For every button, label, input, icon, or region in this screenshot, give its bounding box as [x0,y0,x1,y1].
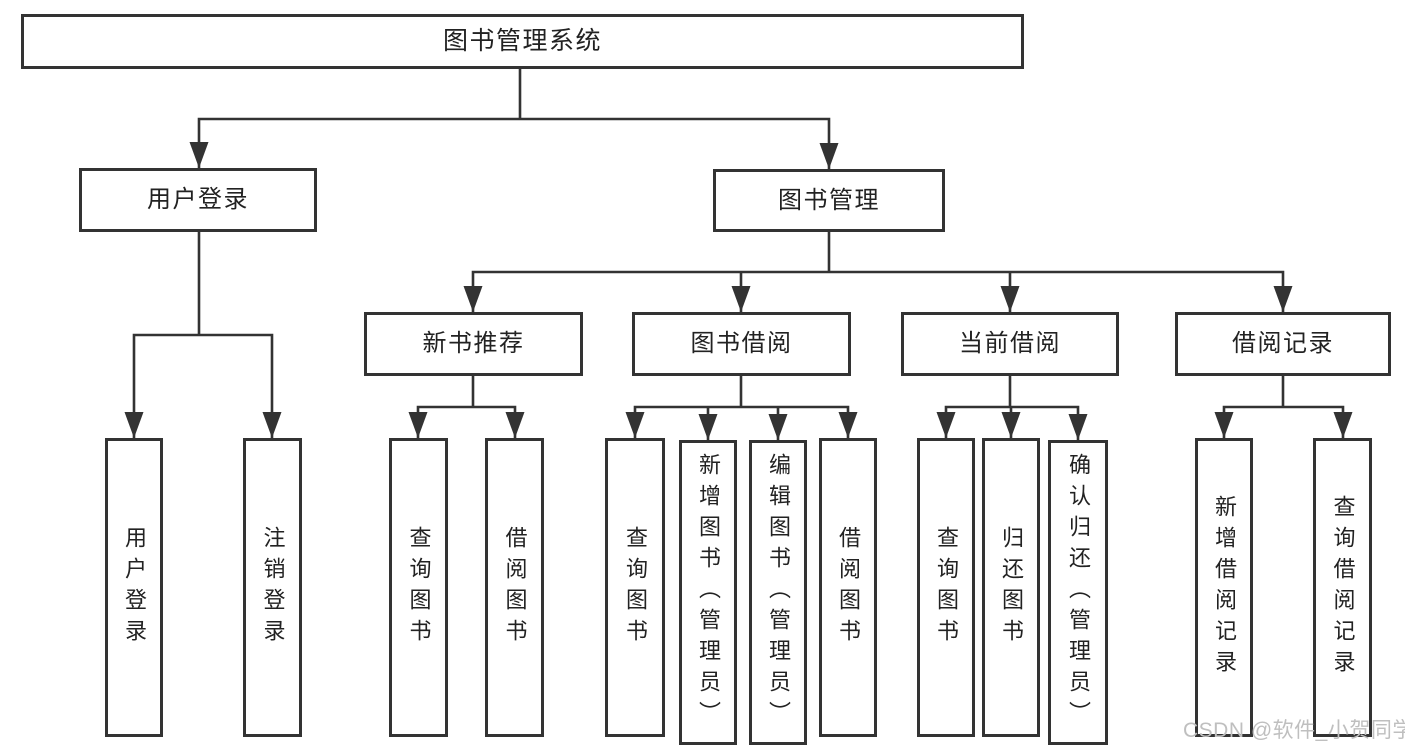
wire-paths [132,69,1345,440]
watermark: CSDN @软件_小贺同学 [1183,719,1405,742]
leaf-add-book-admin: 新增图书（管理员） [679,440,737,745]
leaf-borrow-books-recommend: 借阅图书 [485,438,544,737]
arrowhead-icons [124,142,1353,440]
leaf-borrow-books-borrowing: 借阅图书 [819,438,877,737]
leaf-query-books-recommend: 查询图书 [389,438,448,737]
node-new-book-recommendation: 新书推荐 [364,312,583,376]
leaf-query-books-borrowing: 查询图书 [605,438,665,737]
leaf-query-borrow-record: 查询借阅记录 [1313,438,1372,737]
leaf-user-login: 用户登录 [105,438,163,737]
node-book-borrowing: 图书借阅 [632,312,851,376]
leaf-logout: 注销登录 [243,438,302,737]
node-root: 图书管理系统 [21,14,1024,69]
leaf-edit-book-admin: 编辑图书（管理员） [749,440,807,745]
node-borrowing-records: 借阅记录 [1175,312,1391,376]
leaf-add-borrow-record: 新增借阅记录 [1195,438,1253,737]
node-current-borrowing: 当前借阅 [901,312,1119,376]
leaf-query-books-current: 查询图书 [917,438,975,737]
leaf-return-books: 归还图书 [982,438,1040,737]
leaf-confirm-return-admin: 确认归还（管理员） [1048,440,1108,745]
node-book-management: 图书管理 [713,169,945,232]
node-user-login: 用户登录 [79,168,317,232]
